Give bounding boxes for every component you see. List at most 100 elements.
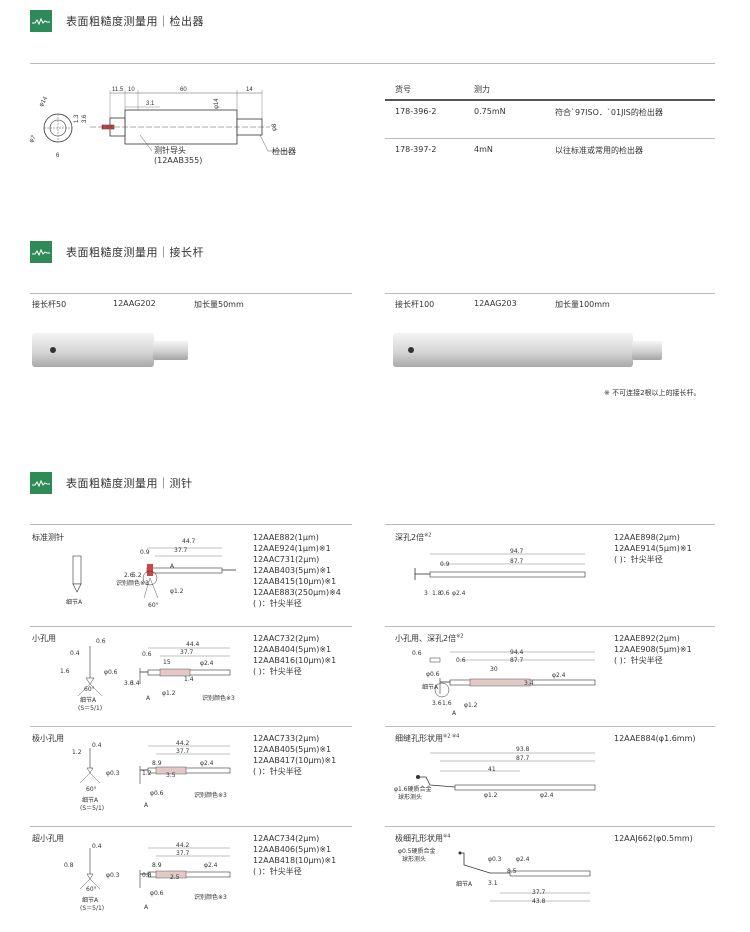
dim-label: 细节A (82, 897, 99, 904)
dim-label: (S＝5/1) (80, 905, 105, 912)
dim-label: φ2.4 (540, 792, 554, 799)
divider (30, 626, 352, 627)
stylus-codes: 12AAE884(φ1.6mm) (614, 734, 696, 743)
divider (30, 63, 715, 64)
dim-label: 44.7 (182, 538, 196, 545)
dim-label: 87.7 (510, 558, 524, 565)
dim-label: 1.8 (432, 590, 442, 597)
dim-label: 0.6 (96, 638, 106, 645)
dim-label: 41 (488, 766, 496, 773)
dim-label: φ1.2 (170, 588, 184, 595)
stylus-codes: 12AAJ662(φ0.5mm) (614, 834, 693, 843)
dim-label: 0.6 (456, 657, 466, 664)
dim-label: 1.6 (60, 668, 70, 675)
table-cell-note: 符合`97ISO．`01JIS的检出器 (555, 108, 663, 117)
dim-label: φ0.6 (104, 669, 118, 676)
dim-label: φ0.3 (106, 770, 120, 777)
extension-rod-image (153, 341, 188, 360)
dim-label: 37.7 (174, 547, 188, 554)
dim-label: 11.5 (112, 87, 124, 93)
extension-desc: 加长量100mm (555, 300, 610, 309)
dim-label: 细节A (66, 599, 83, 606)
dim-label: 细节A (456, 881, 473, 888)
divider (30, 826, 352, 827)
dim-label: 1.6 (442, 700, 452, 707)
stylus-title: 深孔2倍※2 (395, 532, 432, 542)
dim-label: 0.6 (142, 651, 152, 658)
dim-label: 44.4 (186, 641, 200, 648)
dim-label: 0.4 (92, 742, 102, 749)
dim-label: φ0.6 (150, 790, 164, 797)
extension-name: 接长杆50 (32, 300, 67, 309)
stylus-title: 极细孔形状用※4 (395, 833, 451, 843)
dim-label: φ2.4 (204, 862, 218, 869)
section-title-stylus: 表面粗糙度测量用｜测针 (30, 472, 193, 494)
dim-label: 0.8 (142, 872, 152, 879)
table-cell-force: 4mN (474, 145, 493, 154)
extension-code: 12AAG203 (474, 299, 517, 308)
dim-label: 8.5 (507, 868, 517, 875)
dim-label: 3.6 (124, 680, 134, 687)
dim-label: (S＝5/1) (78, 705, 103, 712)
dim-label: 15 (163, 659, 171, 666)
table-header: 货号 (395, 85, 411, 94)
dim-label: 3.5 (166, 772, 176, 779)
dim-label: 94.7 (510, 548, 524, 555)
divider (385, 726, 715, 727)
callout-detector: 检出器 (272, 147, 296, 156)
dim-label: 0.8 (64, 862, 74, 869)
stylus-codes: 12AAE892(2μm)12AAE908(5μm)※1( )：针尖半径 (614, 634, 692, 665)
dim-label: 1.3 (74, 114, 80, 123)
dim-label: 识别颜色※3 (202, 695, 235, 702)
dim-label: φ0.3 (106, 872, 120, 879)
rod-hole-icon (408, 347, 414, 353)
stylus-title: 细缝孔形状用※2 ※4 (395, 733, 460, 743)
dim-label: 0.9 (140, 549, 150, 556)
dim-label: 87.7 (510, 657, 524, 664)
dim-label: 60 (180, 87, 187, 93)
dim-label: 0.9 (440, 561, 450, 568)
dim-label: 3.6 (432, 700, 442, 707)
dim-label: 2.6 (124, 572, 134, 579)
divider (30, 293, 352, 294)
dim-label: 43.8 (532, 898, 546, 905)
dim-label: 37.7 (176, 850, 190, 857)
extension-rod-image (393, 333, 633, 367)
dim-label: 3.6 (82, 114, 88, 123)
section-title-extension: 表面粗糙度测量用｜接长杆 (30, 241, 204, 263)
table-cell-force: 0.75mN (474, 107, 506, 116)
dim-label: 细节A (422, 684, 439, 691)
dim-label: A (144, 802, 149, 809)
wave-icon (30, 241, 52, 263)
dim-label: 识别颜色※3 (194, 792, 227, 799)
rod-hole-icon (50, 347, 56, 353)
dim-label: φ2.4 (200, 660, 214, 667)
wave-icon (30, 472, 52, 494)
dim-label: 3.4 (130, 680, 140, 687)
dim-label: 识别颜色※3 (194, 894, 227, 901)
dim-label: 14 (246, 87, 253, 93)
dim-label: 1.4 (184, 676, 194, 683)
wave-icon (30, 10, 52, 32)
dim-label: 2.5 (170, 874, 180, 881)
divider (385, 626, 715, 627)
stylus-codes: 12AAE898(2μm)12AAE914(5μm)※1( )：针尖半径 (614, 533, 692, 564)
divider (385, 293, 715, 294)
dim-label: φ2.4 (516, 856, 530, 863)
dim-label: A (146, 695, 151, 702)
dim-label: φ14 (214, 98, 220, 109)
divider (385, 524, 715, 525)
section-title-detector: 表面粗糙度测量用｜检出器 (30, 10, 204, 32)
dim-label: 3 (424, 590, 428, 597)
dim-label: 60° (148, 602, 159, 609)
dim-label: 60° (84, 686, 95, 693)
dim-label: φ2.4 (200, 760, 214, 767)
extension-desc: 加长量50mm (194, 300, 244, 309)
dim-label: 3.1 (488, 880, 498, 887)
dim-label: A (170, 563, 175, 570)
dim-label: 10 (128, 87, 135, 93)
dim-label: φ7 (29, 134, 38, 144)
table-header-rule (385, 99, 715, 101)
